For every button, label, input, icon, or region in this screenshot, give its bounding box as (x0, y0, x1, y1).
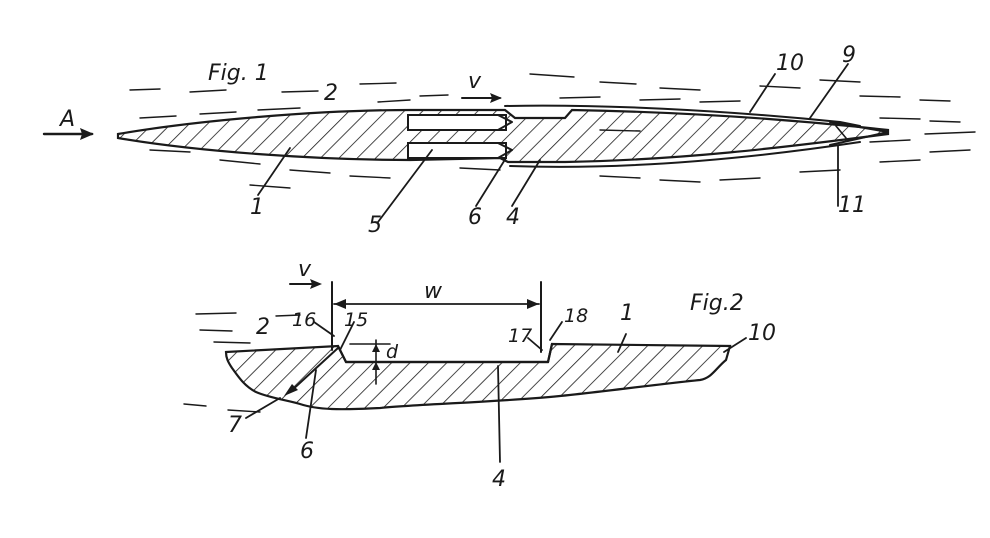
slot-lower (407, 142, 507, 159)
fig2-title: Fig.2 (690, 291, 744, 316)
arrow-a (42, 128, 94, 140)
fig1-title: Fig. 1 (208, 61, 269, 86)
fig2-label-6: 6 (300, 439, 314, 464)
fig2-label-1: 1 (620, 301, 634, 326)
fig2-label-10: 10 (748, 321, 776, 346)
foil-body (116, 108, 890, 164)
slot-upper (407, 114, 507, 131)
fig1-label-10: 10 (776, 51, 804, 76)
fig1-label-9: 9 (842, 43, 856, 68)
dimension-w (333, 299, 540, 309)
fig1-label-6: 6 (468, 205, 482, 230)
fig2-label-18: 18 (564, 305, 588, 327)
fig1-label-11: 11 (838, 193, 866, 218)
fig1-label-a: A (58, 107, 75, 132)
fig1-label-4: 4 (506, 205, 520, 230)
fig2-label-15: 15 (344, 309, 368, 331)
fig2-label-2: 2 (256, 315, 270, 340)
fig2-label-w: w (424, 279, 443, 304)
fig1-label-5: 5 (368, 213, 382, 238)
fig2-label-v: v (298, 257, 312, 282)
flow-lines-fig1 (129, 73, 976, 189)
dimension-d (349, 339, 391, 385)
fig2-label-4: 4 (492, 467, 506, 492)
figure-2: Fig.2 v w 2 16 15 d 17 18 1 10 7 6 4 (183, 257, 776, 492)
fig2-label-d: d (386, 341, 399, 363)
fig1-label-1: 1 (250, 195, 264, 220)
fig1-label-v: v (468, 69, 482, 94)
arrow-v-fig1 (461, 93, 502, 103)
fig2-label-7: 7 (228, 413, 242, 438)
fig1-label-2: 2 (324, 81, 338, 106)
figure-1: Fig. 1 A v 2 1 5 6 4 10 9 11 (42, 43, 976, 238)
arrow-v-fig2 (289, 279, 322, 289)
fig2-label-16: 16 (292, 309, 316, 331)
flow-lines-fig2 (183, 312, 301, 413)
fig2-label-17: 17 (508, 325, 532, 347)
section-body (224, 342, 732, 411)
